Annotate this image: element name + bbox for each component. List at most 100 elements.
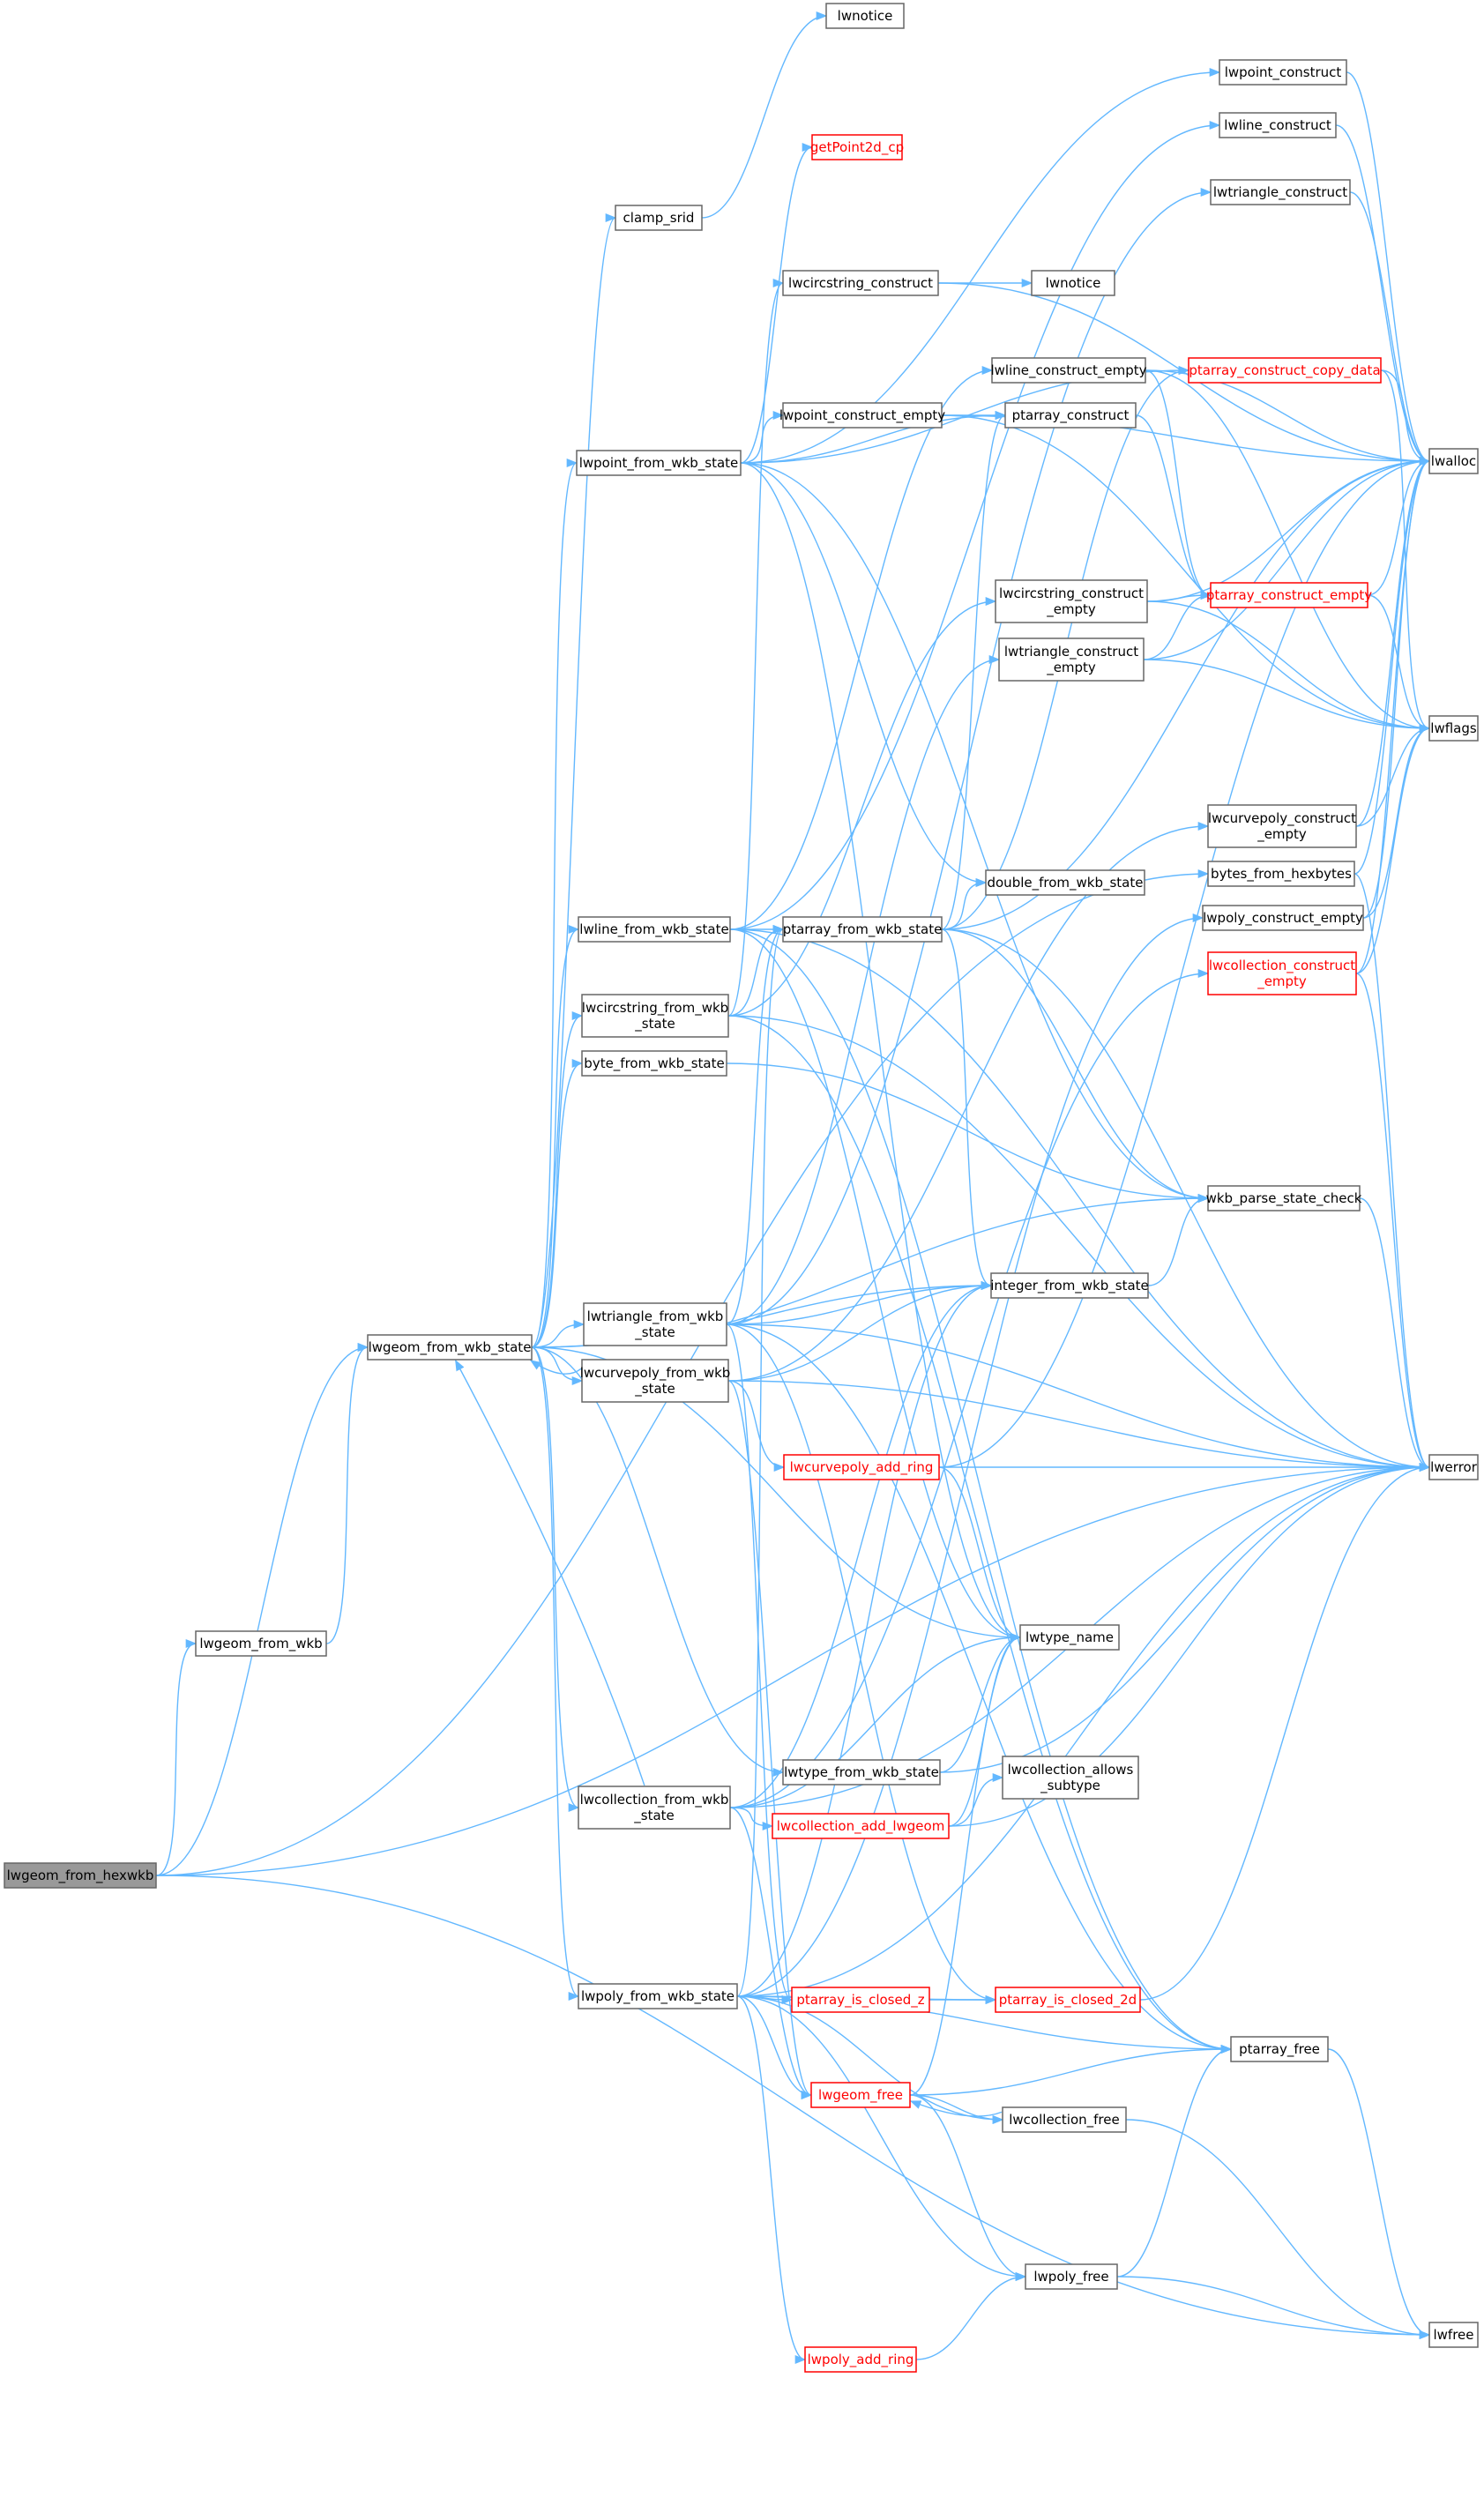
node-lwtriangle-construct-empty[interactable]: lwtriangle_construct_empty — [998, 637, 1145, 682]
node-label: lwpoint_from_wkb_state — [579, 455, 739, 472]
node-lwcurvepoly-construct-empty[interactable]: lwcurvepoly_construct_empty — [1207, 804, 1357, 848]
edge-n02-to-n14 — [1346, 71, 1431, 466]
node-lwfree[interactable]: lwfree — [1428, 2322, 1479, 2348]
node-ptarray-construct-copy-data[interactable]: ptarray_construct_copy_data — [1188, 357, 1382, 384]
node-lwcollection-construct-empty[interactable]: lwcollection_construct_empty — [1207, 951, 1357, 995]
node-lwcurvepoly-from-wkb-state[interactable]: lwcurvepoly_from_wkb_state — [580, 1359, 731, 1403]
node-lwtriangle-construct[interactable]: lwtriangle_construct — [1210, 179, 1351, 205]
node-lwpoly-construct-empty[interactable]: lwpoly_construct_empty — [1202, 905, 1364, 931]
node-lwcircstring-construct[interactable]: lwcircstring_construct — [782, 270, 939, 296]
edge-n09-to-n18 — [1145, 369, 1431, 734]
edge-n41-to-n49 — [155, 1875, 1431, 2340]
node-bytes-from-hexbytes[interactable]: bytes_from_hexbytes — [1207, 861, 1355, 887]
edge-n26-to-n34 — [727, 1015, 1431, 1472]
node-box — [1031, 270, 1115, 296]
edge-n32-to-n46 — [727, 1380, 813, 2099]
edge-n22-to-n03 — [729, 121, 1221, 930]
edge-n10-to-n18 — [1380, 369, 1431, 733]
node-lwcircstring-construct-empty[interactable]: lwcircstring_construct_empty — [995, 579, 1148, 623]
node-lwerror[interactable]: lwerror — [1428, 1454, 1479, 1480]
node-lwline-construct[interactable]: lwline_construct — [1219, 112, 1337, 138]
node-box — [1002, 2106, 1127, 2133]
edge-n46-to-n45 — [909, 2044, 1233, 2096]
node-label: lwcurvepoly_add_ring — [790, 1459, 934, 1476]
node-label: lwcircstring_construct — [788, 275, 933, 292]
node-double-from-wkb-state[interactable]: double_from_wkb_state — [985, 869, 1145, 896]
node-label: lwpoint_construct_empty — [779, 407, 945, 424]
node-label: lwtriangle_construct — [1213, 184, 1347, 201]
node-lwline-from-wkb-state[interactable]: lwline_from_wkb_state — [578, 916, 731, 943]
node-lwtriangle-from-wkb-state[interactable]: lwtriangle_from_wkb_state — [583, 1302, 727, 1346]
edge-n31-to-n13 — [531, 459, 578, 1348]
node-lwgeom-from-hexwkb[interactable]: lwgeom_from_hexwkb — [4, 1862, 157, 1889]
edge-n20-to-n14 — [1353, 457, 1431, 875]
node-label: integer_from_wkb_state — [990, 1278, 1149, 1294]
node-lwalloc[interactable]: lwalloc — [1428, 448, 1479, 474]
edge-n42-to-n47 — [736, 1995, 1004, 2125]
node-box — [1207, 951, 1357, 995]
node-lwpoint-construct[interactable]: lwpoint_construct — [1219, 59, 1347, 86]
node-lwline-construct-empty[interactable]: lwline_construct_empty — [990, 357, 1147, 384]
node-lwpoint-from-wkb-state[interactable]: lwpoint_from_wkb_state — [576, 450, 742, 476]
node-lwpoly-from-wkb-state[interactable]: lwpoly_from_wkb_state — [578, 1983, 738, 2009]
node-lwgeom-free[interactable]: lwgeom_free — [810, 2082, 911, 2108]
node-lwcollection-from-wkb-state[interactable]: lwcollection_from_wkb_state — [578, 1786, 731, 1830]
node-box — [1230, 2036, 1329, 2062]
edge-n42-to-n46 — [736, 1995, 813, 2100]
node-label: lwgeom_from_hexwkb — [7, 1868, 154, 1884]
node-lwcircstring-from-wkb-state[interactable]: lwcircstring_from_wkb_state — [581, 994, 729, 1038]
node-clamp-srid[interactable]: clamp_srid — [615, 205, 703, 231]
node-integer-from-wkb-state[interactable]: integer_from_wkb_state — [990, 1272, 1149, 1299]
node-byte-from-wkb-state[interactable]: byte_from_wkb_state — [581, 1050, 727, 1077]
node-label: _state — [634, 1324, 675, 1341]
node-lwpoint-construct-empty[interactable]: lwpoint_construct_empty — [779, 402, 945, 429]
node-lwpoly-free[interactable]: lwpoly_free — [1025, 2263, 1118, 2290]
edge-n22-to-n09 — [729, 366, 994, 930]
edge-n22-to-n34 — [729, 928, 1431, 1472]
node-box — [1207, 1185, 1361, 1211]
node-lwtype-from-wkb-state[interactable]: lwtype_from_wkb_state — [782, 1759, 941, 1786]
node-lwcurvepoly-add-ring[interactable]: lwcurvepoly_add_ring — [783, 1454, 940, 1480]
node-lwpoly-add-ring[interactable]: lwpoly_add_ring — [804, 2346, 917, 2373]
node-lwcollection-add-lwgeom[interactable]: lwcollection_add_lwgeom — [772, 1813, 950, 1839]
node-ptarray-from-wkb-state[interactable]: ptarray_from_wkb_state — [782, 916, 943, 943]
node-label: _empty — [1257, 826, 1307, 843]
node-label: lwcollection_add_lwgeom — [777, 1818, 945, 1835]
node-box — [578, 916, 731, 943]
node-label: _empty — [1046, 601, 1096, 618]
edge-n42-to-n29 — [736, 1281, 993, 1997]
edge-n30-to-n44 — [726, 1323, 997, 2004]
node-label: double_from_wkb_state — [987, 875, 1143, 891]
node-lwnotice[interactable]: lwnotice — [1031, 270, 1115, 296]
node-label: lwcurvepoly_from_wkb — [580, 1365, 731, 1382]
node-label: lwline_construct_empty — [990, 362, 1146, 379]
node-wkb-parse-state-check[interactable]: wkb_parse_state_check — [1206, 1185, 1362, 1211]
node-label: lwtriangle_construct — [1004, 644, 1138, 660]
node-getpoint2d-cp[interactable]: getPoint2d_cp — [810, 134, 904, 160]
node-box — [581, 1050, 727, 1077]
node-label: lwpoly_free — [1033, 2269, 1108, 2285]
node-box — [581, 994, 729, 1038]
node-lwgeom-from-wkb-state[interactable]: lwgeom_from_wkb_state — [367, 1334, 533, 1361]
node-lwgeom-from-wkb[interactable]: lwgeom_from_wkb — [195, 1630, 327, 1657]
node-lwcollection-free[interactable]: lwcollection_free — [1002, 2106, 1127, 2133]
node-label: _subtype — [1040, 1778, 1100, 1794]
node-lwflags[interactable]: lwflags — [1428, 715, 1479, 742]
node-lwnotice[interactable]: lwnotice — [825, 3, 905, 29]
node-box — [804, 2346, 917, 2373]
node-lwtype-name[interactable]: lwtype_name — [1019, 1624, 1120, 1651]
node-ptarray-is-closed-z[interactable]: ptarray_is_closed_z — [791, 1987, 930, 2013]
node-lwcollection-allows-subtype[interactable]: lwcollection_allows_subtype — [1002, 1756, 1139, 1800]
edge-n39-to-n36 — [729, 1632, 1022, 1808]
edge-n12-to-n16 — [1135, 414, 1212, 600]
node-ptarray-free[interactable]: ptarray_free — [1230, 2036, 1329, 2062]
edge-n26-to-n45 — [727, 1015, 1233, 2054]
node-label: lwline_from_wkb_state — [579, 921, 728, 938]
node-label: lwalloc — [1431, 453, 1476, 469]
node-ptarray-construct-empty[interactable]: ptarray_construct_empty — [1206, 582, 1372, 608]
node-ptarray-construct[interactable]: ptarray_construct — [1004, 402, 1137, 429]
node-ptarray-is-closed-2d[interactable]: ptarray_is_closed_2d — [995, 1987, 1141, 2013]
edge-n11-to-n18 — [941, 414, 1431, 734]
edge-n32-to-n31 — [529, 1360, 582, 1375]
edge-n13-to-n11 — [740, 410, 785, 464]
